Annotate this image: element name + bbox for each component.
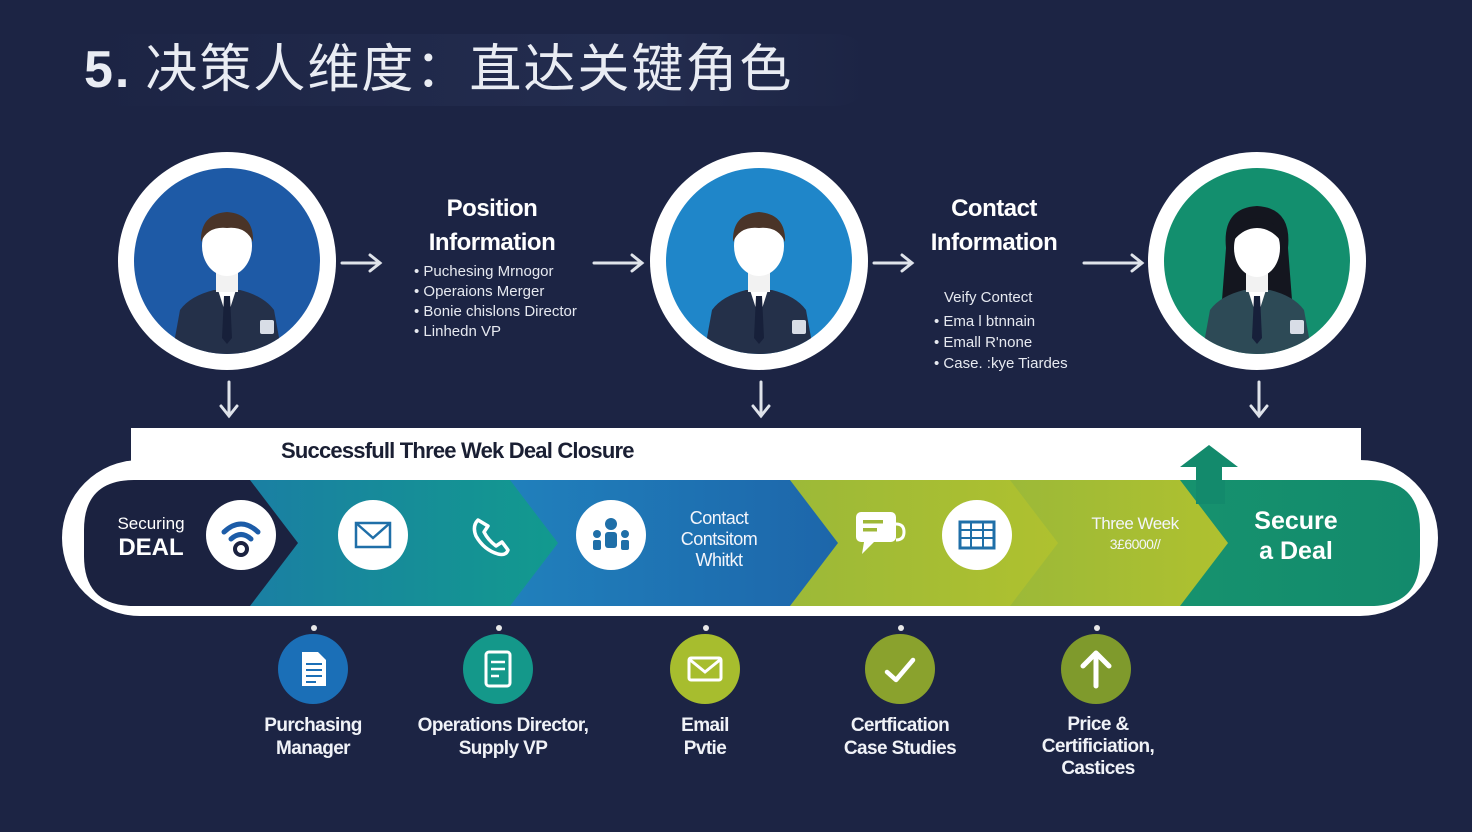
header-line: Position [446,195,538,222]
email-step [338,500,408,570]
securing-text: Securing [117,514,185,533]
bottom-label-email: Email Pvtie [640,714,770,760]
envelope-icon [354,521,392,549]
team-step [576,500,646,570]
signal-step [206,500,276,570]
male-person-icon [704,212,814,354]
label-line: Pvtie [683,738,727,759]
female-person-icon [1202,206,1312,354]
band-text-line: Secure [1254,507,1338,535]
band-text-line: a Deal [1259,537,1333,565]
deal-text: DEAL [118,534,184,561]
right-arrow-icon [872,253,915,273]
label-line: Castices [1061,758,1135,779]
verify-contact-label: Veify Contect [944,289,1033,306]
contact-bullet-list: Ema l btnnain Emall R'none Case. :kye Ti… [934,311,1114,374]
down-arrow-icon [219,380,239,419]
list-item: Ema l btnnain [934,311,1114,332]
bottom-label-operations: Operations Director, Supply VP [398,714,608,760]
calendar-grid-icon [958,520,996,550]
label-line: Purchasing [264,715,362,736]
title-number: 5. [84,41,132,99]
bottom-label-price: Price & Certificiation, Castices [1018,714,1178,780]
title-text: 决策人维度：直达关键角色 [145,40,794,100]
secure-deal-text: Secure a Deal [1236,506,1356,566]
male-person-icon [172,212,282,354]
contact-band-text: Contact Contsitom Whitkt [664,508,774,571]
header-line: Information [428,229,556,256]
connector-dot [496,625,502,631]
connector-dot [1094,625,1100,631]
contact-information-header: Contact Information [906,192,1082,260]
list-item: Emall R'none [934,332,1114,353]
operations-icon-circle [463,634,533,704]
right-arrow-icon [1082,253,1145,273]
label-line: Case Studies [843,738,957,759]
label-line: Email [681,715,729,736]
header-line: Information [930,229,1058,256]
list-item: Puchesing Mrnogor [414,262,614,282]
wifi-icon [221,521,261,557]
check-icon [884,657,916,683]
person-avatar-3 [1148,152,1366,370]
position-bullet-list: Puchesing Mrnogor Operaions Merger Bonie… [414,262,614,342]
person-avatar-2 [650,152,868,370]
label-line: Manager [276,738,351,759]
label-line: Supply VP [458,738,548,759]
list-item: Linhedn VP [414,322,614,342]
mail-icon [687,656,723,682]
connector-dot [898,625,904,631]
calendar-step [942,500,1012,570]
list-item: Case. :kye Tiardes [934,353,1114,374]
band-text-line: Whitkt [695,550,743,570]
label-line: Certificiation, [1041,736,1155,757]
page-title: 5.决策人维度：直达关键角色 [84,34,874,106]
list-item: Bonie chislons Director [414,302,614,322]
connector-dot [703,625,709,631]
securing-deal-label: Securing DEAL [96,512,206,560]
banner-label: Successfull Three Wek Deal Closure [281,438,634,463]
label-line: Operations Director, [417,715,589,736]
up-arrow-icon [1080,650,1112,689]
people-icon [593,518,629,550]
price-icon-circle [1061,634,1131,704]
bottom-label-certification: Certfication Case Studies [820,714,980,760]
band-text-line: Contact [689,508,749,528]
three-week-band-text: Three Week 3£6000// [1080,513,1190,555]
form-icon [484,650,512,688]
process-arrow-band [84,480,1420,606]
bottom-label-purchasing: Purchasing Manager [238,714,388,760]
certification-icon-circle [865,634,935,704]
person-avatar-1 [118,152,336,370]
up-arrow-icon [1180,445,1238,501]
down-arrow-icon [751,380,771,419]
band-text-line: 3£6000// [1109,536,1161,552]
label-line: Price & [1067,714,1129,735]
label-line: Certfication [850,715,950,736]
right-arrow-icon [340,253,383,273]
chat-icon [856,512,906,554]
position-information-header: Position Information [404,192,580,260]
connector-dot [311,625,317,631]
document-icon [302,652,326,686]
band-text-line: Three Week [1091,514,1179,533]
phone-icon [472,518,510,557]
purchasing-icon-circle [278,634,348,704]
band-text-line: Contsitom [680,529,758,549]
email-icon-circle [670,634,740,704]
header-line: Contact [951,195,1037,222]
list-item: Operaions Merger [414,282,614,302]
down-arrow-icon [1249,380,1269,419]
